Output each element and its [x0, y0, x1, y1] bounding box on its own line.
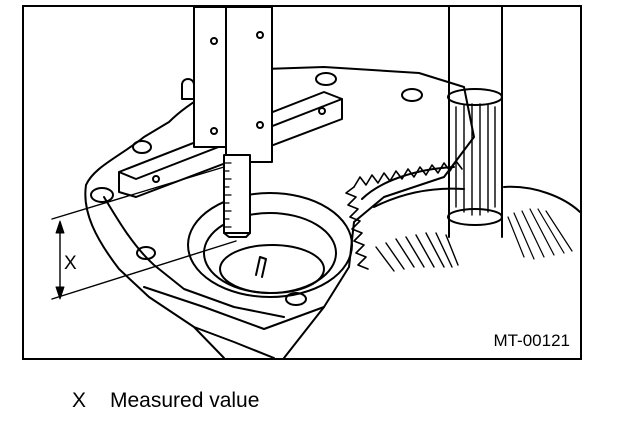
bolt-hole — [401, 88, 423, 102]
gauge-rivet — [210, 127, 218, 135]
gauge-lock-screw — [181, 78, 195, 100]
bolt-hole — [285, 292, 307, 306]
case-wall — [503, 185, 580, 213]
gauge-rivet — [256, 31, 264, 39]
gauge-rivet — [210, 37, 218, 45]
case-inner-edge — [103, 196, 285, 318]
gear-face — [373, 187, 465, 208]
gauge-probe — [223, 154, 251, 234]
shaft — [448, 7, 503, 238]
case-ridge — [143, 286, 325, 330]
dimension-extension-bottom — [51, 240, 237, 300]
gauge-rivet — [256, 121, 264, 129]
gauge-base-bar-top — [118, 98, 343, 180]
gear-hatch — [375, 232, 459, 272]
bore-outer — [187, 192, 353, 298]
transmission-measurement-illustration — [51, 7, 580, 358]
gauge-scale-ticks — [223, 162, 232, 228]
legend-key: X — [72, 389, 87, 412]
legend-text: Measured value — [110, 389, 260, 412]
gear-face — [361, 166, 455, 200]
gauge-rivet — [318, 107, 326, 115]
bolt-hole — [90, 187, 114, 203]
dimension-label: X — [64, 253, 77, 274]
shaft-collar — [447, 88, 503, 106]
shaft-hatch — [507, 208, 573, 260]
gauge-probe-tip — [223, 232, 251, 238]
case-lower-edge — [84, 184, 225, 358]
bore-pin — [255, 256, 267, 278]
shaft-spline — [455, 103, 496, 216]
dimension-arrow-bottom — [55, 286, 65, 300]
case-rib — [193, 326, 275, 358]
bolt-hole — [136, 246, 156, 260]
bolt-hole — [315, 72, 337, 86]
bore-bottom — [219, 244, 325, 294]
gauge-slider — [225, 7, 273, 163]
dimension-arrow-top — [55, 220, 65, 234]
figure-id: MT-00121 — [491, 331, 572, 350]
shaft-collar — [447, 208, 503, 226]
gear-teeth-side — [345, 186, 369, 270]
legend: X Measured value — [72, 390, 259, 411]
dimension-extension-top — [51, 166, 225, 220]
figure-frame: X MT-00121 — [22, 5, 582, 360]
bolt-hole — [132, 140, 152, 154]
gauge-rivet — [152, 175, 160, 183]
gear-teeth — [353, 160, 463, 188]
